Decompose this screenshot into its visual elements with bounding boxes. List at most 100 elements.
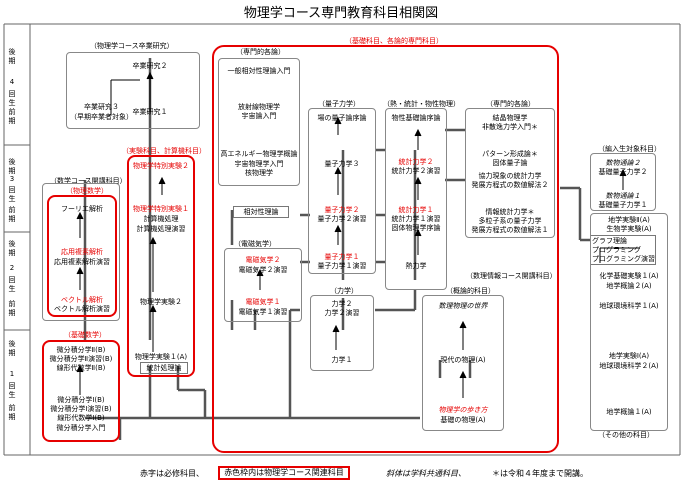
bio: 生物学実験(A)	[606, 225, 652, 233]
thermo-header: （熱・統計・物性物理）	[383, 100, 460, 108]
math-open-header: （数学コース開講科目）	[50, 177, 127, 185]
foundation-header: （基礎科目、各論的専門科目）	[345, 37, 443, 45]
physics-walk: 物理学の歩き方	[438, 406, 488, 414]
year-4-early: 前期	[8, 108, 16, 125]
nuclear: 核物理学	[245, 169, 273, 177]
calc1b: 微分積分学Ⅰ(B)	[57, 396, 105, 404]
mech1: 力学１	[331, 356, 353, 364]
calc1ex: 微分積分学Ⅰ演習(B)	[50, 405, 112, 413]
mech2ex: 力学２演習	[324, 309, 360, 317]
year-4-late: 後期	[8, 48, 16, 65]
entry3: 数物通論１	[605, 192, 641, 200]
quantum-box	[308, 108, 376, 274]
qm2ex: 量子力学２演習	[317, 215, 367, 223]
year-2-label: 回生	[8, 276, 16, 293]
experiment-box	[127, 155, 195, 377]
legend-italic: 斜体は学科共通科目、	[386, 469, 466, 478]
pattern: パターン形成論＊	[482, 150, 538, 158]
year-2-late: 後期	[8, 240, 16, 257]
foundation-box	[212, 45, 559, 453]
modern: 現代の物理(A)	[440, 356, 486, 364]
mechanics-box	[310, 295, 374, 371]
exp-special1: 物理学特別実験１	[133, 205, 189, 213]
stat1ex: 統計力学１演習	[391, 215, 441, 223]
entry1: 数物通論２	[605, 159, 641, 167]
math-physics-header: （物理数学）	[66, 187, 108, 195]
entry-header: （編入生対象科目）	[598, 145, 661, 153]
info-stat: 情報統計力学＊	[485, 208, 535, 216]
grad3: 卒業研究３	[84, 103, 119, 111]
year-3-early: 前期	[8, 206, 16, 223]
cosmic-ray: 宇宙物理学入門	[234, 160, 284, 168]
quantum-header: （量子力学）	[318, 100, 360, 108]
specialized1-header: （専門的各論）	[236, 48, 285, 56]
math-phys-world: 数理物理の世界	[438, 302, 488, 310]
basic-math-header: （基礎数学）	[64, 331, 106, 339]
calc2ex: 微分積分学Ⅱ演習(B)	[49, 355, 113, 363]
mechanics-header: （力学）	[330, 287, 358, 295]
stat2: 統計力学２	[398, 158, 434, 166]
cosmo: 宇宙論入門	[241, 112, 277, 120]
legend-star: ＊は令和４年度まで開講。	[492, 469, 588, 478]
field-q: 場の量子論序論	[317, 114, 367, 122]
em2ex: 電磁気学２演習	[238, 266, 288, 274]
legend-box-text: 赤色枠内は物理学コース関連科目	[224, 468, 344, 477]
many: 多粒子系の量子力学	[478, 217, 542, 225]
exp1: 物理学実験１(A)	[134, 353, 188, 361]
year-1-num: 1	[9, 370, 15, 378]
lin2: 線形代数学Ⅱ(B)	[56, 364, 106, 372]
num1: 発展方程式の数値解法２	[471, 181, 549, 189]
year-2-early: 前期	[8, 300, 16, 317]
entry-box	[590, 153, 656, 211]
info-open-header: （数理情報コース開講科目）	[466, 272, 557, 280]
year-4-label: 回生	[8, 90, 16, 107]
year-3-label: 回生	[8, 186, 16, 203]
em2: 電磁気学２	[245, 256, 281, 264]
exp2: 物理学実験２	[140, 298, 182, 306]
thermo-dyn: 熱力学	[405, 262, 427, 270]
specialized2-box	[465, 108, 555, 238]
coop: 協力現象の統計力学	[478, 172, 542, 180]
specialized2-header: （専門的各論）	[486, 100, 535, 108]
year-3-late: 後期	[8, 158, 16, 175]
graph: グラフ理論	[592, 237, 627, 245]
thermo-box	[385, 108, 447, 290]
em-box	[224, 248, 302, 322]
nonlin: 非散逸力学入門＊	[482, 123, 538, 131]
entry4: 基礎量子力学１	[598, 201, 648, 209]
basic-phys: 基礎の物理(A)	[440, 416, 486, 424]
vector: ベクトル解析	[61, 296, 103, 304]
stat2ex: 統計力学２演習	[391, 167, 441, 175]
qm1: 量子力学１	[324, 253, 360, 261]
earth-sci: 地球環境科学１(A)	[599, 302, 659, 310]
qm1ex: 量子力学１演習	[317, 262, 367, 270]
year-1-early: 前期	[8, 404, 16, 421]
lab2: 地学実験Ⅱ(A)	[608, 216, 650, 224]
prog: プログラミング	[592, 246, 641, 254]
radiation: 放射線物理学	[238, 103, 280, 111]
qm3: 量子力学３	[324, 160, 360, 168]
fourier: フーリエ解析	[61, 205, 103, 213]
grad1: 卒業研究１	[132, 108, 168, 116]
mech2: 力学２	[331, 300, 353, 308]
calc-ex: 計算機処理演習	[136, 225, 186, 233]
complex-ex: 応用複素解析演習	[54, 258, 110, 266]
gen-rel: 一般相対性理論入門	[227, 67, 291, 75]
intro-box	[422, 295, 504, 431]
stat1: 統計力学１	[398, 206, 434, 214]
em1: 電磁気学１	[245, 298, 281, 306]
math-open-box	[42, 183, 120, 321]
solid-q: 固体量子論	[492, 159, 528, 167]
year-3-num: 3	[9, 175, 15, 183]
prog-ex: プログラミング演習	[592, 255, 655, 263]
intro-header: （概論的科目）	[446, 287, 495, 295]
vector-ex: ベクトル解析演習	[54, 305, 110, 313]
em-header: （電磁気学）	[234, 240, 276, 248]
calc2b: 微分積分学Ⅱ(B)	[56, 346, 106, 354]
year-2-num: 2	[9, 264, 15, 272]
crystal: 結晶物理学	[492, 114, 528, 122]
lin1: 線形代数学Ⅰ(B)	[57, 414, 105, 422]
math-physics-box	[47, 195, 117, 317]
